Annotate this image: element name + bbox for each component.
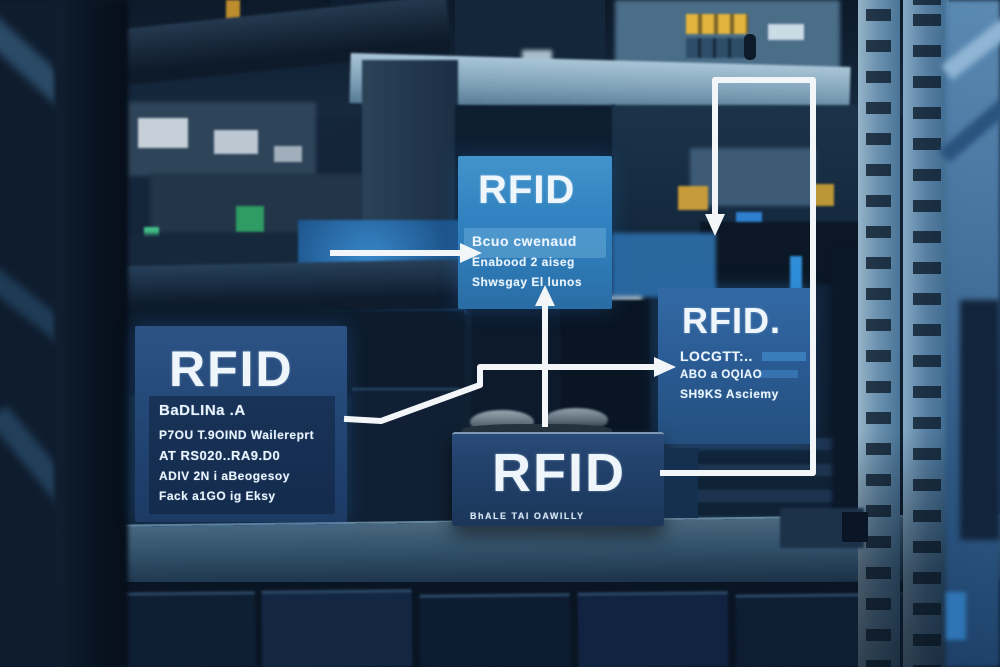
equipment-label	[274, 146, 302, 162]
bottom-box	[419, 593, 571, 667]
rack-post-left	[54, 0, 128, 667]
equipment-label	[138, 118, 188, 148]
tag-line: Bcuo cwenaud	[472, 233, 577, 249]
bottom-box	[577, 591, 729, 667]
device-caption: BhALE TAI OAWILLY	[470, 511, 585, 521]
amber-light	[814, 184, 834, 206]
bottom-box	[114, 591, 256, 667]
cabinet-handle	[744, 34, 756, 60]
highlight-stripe	[762, 352, 806, 361]
tag-title: RFID	[169, 341, 294, 397]
device-front-face: RFID BhALE TAI OAWILLY	[452, 432, 664, 526]
tag-line: ABO a OQIAO	[680, 369, 763, 381]
equipment-slab	[362, 60, 458, 228]
device-side-box	[664, 448, 698, 518]
tag-title: RFID	[478, 168, 576, 212]
tag-line: ADIV 2N i aBeogesoy	[159, 469, 290, 483]
green-label	[236, 206, 264, 232]
tag-line: Enabood 2 aiseg	[472, 255, 575, 269]
rail-shadow	[858, 430, 949, 667]
bracket-knob	[842, 512, 868, 542]
dark-right-patch	[960, 300, 1000, 540]
bottom-box	[261, 589, 413, 667]
rfid-reader-device: RFID BhALE TAI OAWILLY	[440, 398, 710, 538]
equipment-label	[214, 130, 258, 154]
amber-window-row	[686, 14, 748, 34]
tag-title: RFID.	[682, 300, 781, 341]
cabinet-face	[690, 148, 815, 206]
bottom-box	[735, 593, 867, 667]
amber-light	[678, 186, 708, 210]
shelf-label	[768, 24, 804, 40]
tag-line: P7OU T.9OIND Wailereprt	[159, 428, 315, 442]
rfid-tag-top: RFID Bcuo cwenaud Enabood 2 aiseg Shwsga…	[458, 156, 612, 309]
tag-line: Shwsgay El lunos	[472, 275, 583, 289]
device-title: RFID	[492, 443, 626, 503]
tag-line: LOCGTT:..	[680, 348, 753, 364]
window-row	[686, 38, 744, 58]
highlight-stripe	[758, 370, 798, 378]
tag-line: AT RS020..RA9.D0	[159, 448, 281, 463]
tag-subtitle: BaDLINa .A	[159, 402, 246, 419]
blue-glow-small	[946, 592, 966, 640]
rfid-tag-left: RFID BaDLINa .A P7OU T.9OIND Wailereprt …	[135, 326, 347, 522]
tag-line: Fack a1GO ig Eksy	[159, 489, 276, 503]
